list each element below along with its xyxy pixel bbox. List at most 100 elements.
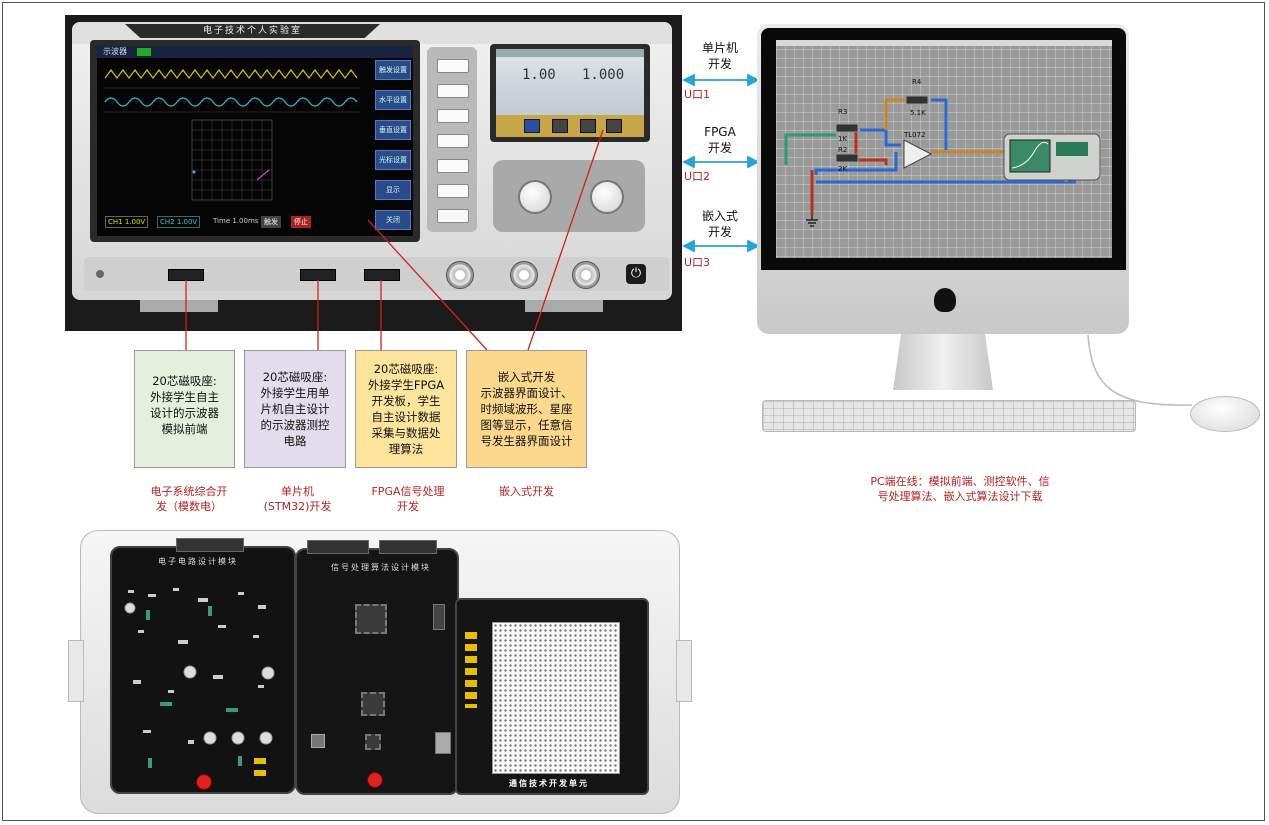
pcb-circuit-module: 电子电路设计模块 (110, 538, 296, 794)
reset-button-1[interactable] (196, 774, 212, 790)
caption-mcu: 单片机 (STM32)开发 (250, 484, 345, 514)
mouse-cable (1087, 335, 1193, 406)
breadboard (492, 622, 620, 774)
panel-key-2[interactable] (437, 84, 469, 98)
port-title-mcu-2: 开发 (707, 57, 732, 71)
monitor-stand (893, 334, 993, 390)
status-ch1: CH1 1.00V (105, 216, 149, 228)
port-label-fpga: FPGA 开发 (690, 124, 750, 156)
tray-handle-left (68, 640, 84, 702)
triangle-wave-icon[interactable] (580, 119, 596, 133)
box4-line5: 号发生器界面设计 (480, 434, 573, 448)
pcb2-connector-2 (379, 540, 437, 554)
label-r2: R2 (838, 146, 847, 154)
port-title-fpga-1: FPGA (704, 125, 736, 139)
unit-title: 通信技术开发单元 (509, 779, 589, 788)
apple-logo-icon (934, 288, 956, 312)
status-stop[interactable]: 停止 (291, 216, 311, 228)
left-knob[interactable] (518, 180, 552, 214)
panel-key-4[interactable] (437, 134, 469, 148)
pcb2-switch[interactable] (311, 734, 325, 748)
caption-embedded-1: 嵌入式开发 (499, 485, 554, 498)
resistor-r2 (835, 153, 859, 163)
bnc-connector-2[interactable] (510, 261, 538, 289)
square-wave-icon[interactable] (552, 119, 568, 133)
caption-pc-1: PC端在线：模拟前端、测控软件、信 (870, 475, 1050, 488)
panel-key-6[interactable] (437, 184, 469, 198)
ch1-waveform (104, 69, 358, 79)
reset-button-2[interactable] (367, 772, 383, 788)
pcb-signal-processing-module: 信号处理算法设计模块 (295, 540, 459, 795)
tray-handle-right (676, 640, 692, 702)
side-btn-trigger[interactable]: 触发设置 (375, 60, 411, 80)
generator-value-1: 1.00 (522, 67, 556, 83)
port-label-embedded: 嵌入式 开发 (690, 208, 750, 240)
side-btn-close[interactable]: 关闭 (375, 210, 411, 230)
label-r3: R3 (838, 108, 847, 116)
resistor-r3 (835, 123, 859, 133)
side-btn-vertical[interactable]: 垂直设置 (375, 120, 411, 140)
scope-bottom-strip: ⏻ (84, 257, 669, 291)
box3-line4: 自主设计数据 (371, 410, 441, 424)
xy-trace (256, 169, 270, 181)
box2-line4: 的示波器测控 (260, 418, 330, 432)
caption-fpga-2: 开发 (397, 500, 419, 513)
xy-grid-lines (192, 120, 272, 200)
pcb2-connector-1 (307, 540, 369, 554)
caption-mcu-2: (STM32)开发 (263, 500, 332, 513)
generator-value-2: 1.000 (582, 67, 625, 83)
resistor-r4 (905, 95, 929, 105)
box3-line6: 理算法 (388, 442, 424, 456)
label-opamp: TL072 (903, 131, 926, 139)
port-u2: U口2 (684, 170, 711, 183)
box1-line4: 模拟前端 (161, 422, 208, 436)
generator-screen: 1.00 1.000 (496, 49, 644, 137)
label-r4: R4 (912, 78, 922, 86)
port-title-fpga-2: 开发 (707, 141, 732, 155)
status-trigger[interactable]: 触发 (261, 216, 281, 228)
port-label-mcu: 单片机 开发 (690, 40, 750, 72)
caption-pc-2: 号处理算法、嵌入式算法设计下载 (877, 490, 1043, 503)
panel-key-3[interactable] (437, 109, 469, 123)
connector-fpga (364, 269, 400, 281)
run-indicator (137, 48, 151, 56)
box2-line2: 外接学生用单 (260, 386, 330, 400)
wire-r4-right (931, 98, 948, 150)
bnc-connector-3[interactable] (572, 261, 600, 289)
label-r3-value: 1K (838, 135, 847, 143)
sine-wave-icon[interactable] (524, 119, 540, 133)
panel-key-1[interactable] (437, 59, 469, 73)
wire-input (784, 133, 836, 165)
settings-icon[interactable] (606, 119, 622, 133)
scope-side-menu: 触发设置 水平设置 垂直设置 光标设置 显示 关闭 (375, 60, 411, 232)
box2-line5: 电路 (283, 434, 307, 448)
power-icon[interactable]: ⏻ (626, 264, 646, 284)
box2-line1: 20芯磁吸座: (262, 370, 328, 384)
wire-output (931, 150, 1008, 182)
pcb1-components (124, 588, 275, 776)
pcb1-title: 电子电路设计模块 (158, 557, 238, 566)
opamp-symbol (903, 139, 933, 169)
status-ch2: CH2 1.00V (157, 216, 201, 228)
scope-foot-left (140, 300, 218, 312)
panel-key-5[interactable] (437, 159, 469, 173)
side-btn-horizontal[interactable]: 水平设置 (375, 90, 411, 110)
scope-waveform-area (104, 69, 359, 201)
wire-inverting (860, 128, 901, 147)
mouse (1190, 396, 1260, 432)
port-title-embedded-1: 嵌入式 (701, 209, 738, 223)
wire-ground-bus (814, 152, 898, 175)
right-knob[interactable] (590, 180, 624, 214)
side-btn-display[interactable]: 显示 (375, 180, 411, 200)
pcb1-connector (176, 538, 244, 552)
port-title-embedded-2: 开发 (707, 225, 732, 239)
bnc-connector-1[interactable] (446, 261, 474, 289)
status-time: Time 1.00ms (213, 217, 259, 225)
panel-key-7[interactable] (437, 209, 469, 223)
box1-line1: 20芯磁吸座: (152, 374, 217, 388)
caption-analog: 电子系统综合开 发（模数电） (134, 484, 244, 514)
pcb2-port (435, 732, 451, 754)
side-btn-cursor[interactable]: 光标设置 (375, 150, 411, 170)
port-arrows (681, 73, 761, 253)
knob-panel (493, 160, 645, 232)
